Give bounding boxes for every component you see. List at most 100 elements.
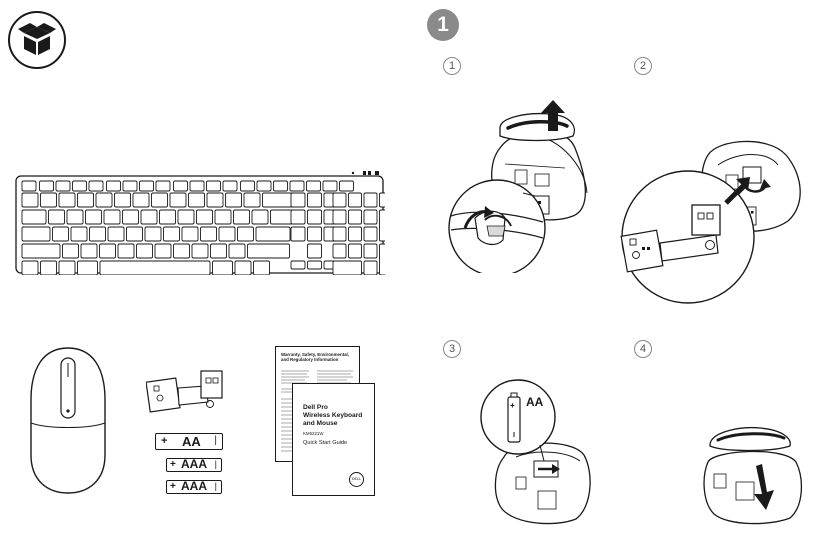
- keyboard-illustration: [15, 170, 393, 276]
- keyboard-key: [251, 209, 269, 225]
- keyboard-key: [181, 226, 199, 242]
- keyboard-key: [21, 226, 51, 242]
- callout-battery-label: AA: [526, 395, 544, 409]
- keyboard-key: [348, 243, 362, 259]
- dell-logo: DELL: [349, 472, 364, 487]
- step-number-2: 2: [634, 57, 652, 75]
- keyboard-key: [243, 192, 261, 208]
- mouse-illustration: [28, 345, 108, 495]
- battery-label: AAA: [181, 457, 207, 471]
- keyboard-key: [62, 243, 79, 259]
- keyboard-key: [307, 243, 322, 259]
- keyboard-key: [21, 192, 39, 208]
- keyboard-key: [332, 260, 362, 276]
- keyboard-key: [107, 226, 125, 242]
- keyboard-key: [200, 226, 217, 242]
- keyboard-key: [52, 226, 69, 242]
- battery-plus-sign: +: [170, 459, 176, 470]
- dell-logo-text: DELL: [352, 477, 361, 481]
- keyboard-key: [99, 243, 116, 259]
- keyboard-key: [77, 260, 98, 276]
- keyboard-key: [80, 243, 98, 259]
- battery-plus-sign: +: [170, 481, 176, 492]
- keyboard-key: [237, 226, 254, 242]
- keyboard-key: [70, 226, 88, 242]
- keyboard-key: [363, 209, 378, 225]
- keyboard-key: [122, 180, 138, 192]
- keyboard-key: [363, 226, 378, 242]
- keyboard-key: [21, 209, 47, 225]
- keyboard-key: [332, 226, 347, 242]
- keyboard-key: [48, 209, 65, 225]
- keyboard-key: [290, 209, 306, 225]
- keyboard-key: [306, 180, 321, 192]
- keyboard-key: [85, 209, 102, 225]
- keyboard-key: [188, 192, 205, 208]
- keyboard-key: [339, 180, 354, 192]
- keyboard-key: [173, 180, 188, 192]
- step-number-1: 1: [443, 57, 461, 75]
- keyboard-key: [234, 260, 252, 276]
- keyboard-key: [210, 243, 227, 259]
- keyboard-key: [270, 209, 293, 225]
- usb-receiver-illustration: [145, 368, 226, 423]
- keyboard-key: [225, 192, 242, 208]
- keyboard-key: [55, 180, 71, 192]
- keyboard-key: [66, 209, 84, 225]
- keyboard-key: [322, 180, 338, 192]
- keyboard-key: [173, 243, 190, 259]
- keyboard-key: [214, 209, 232, 225]
- keyboard-key: [379, 243, 393, 276]
- keyboard-key: [332, 243, 347, 259]
- keyboard-key: [289, 180, 305, 192]
- step2-remove-receiver-illustration: [618, 125, 810, 305]
- keyboard-key: [332, 192, 347, 208]
- keyboard-key: [290, 192, 306, 208]
- battery-aa: + AA |: [155, 433, 223, 450]
- keyboard-key: [262, 192, 293, 208]
- keyboard-key: [240, 180, 255, 192]
- section-number-badge: 1: [427, 9, 459, 41]
- step-number-4: 4: [634, 340, 652, 358]
- qsg-title-line1: Dell Pro: [303, 404, 328, 411]
- keyboard-key: [332, 209, 347, 225]
- keyboard-key: [21, 180, 37, 192]
- keyboard-key: [136, 243, 153, 259]
- keyboard-key: [40, 192, 57, 208]
- step4-close-cover-illustration: [700, 422, 810, 527]
- keyboard-key: [363, 243, 378, 259]
- keyboard-key: [307, 192, 322, 208]
- qsg-title-line3: and Mouse: [303, 420, 338, 427]
- keyboard-key: [206, 180, 221, 192]
- qsg-subtitle: Quick Start Guide: [303, 440, 348, 446]
- keyboard-key: [144, 226, 162, 242]
- keyboard-key: [155, 180, 171, 192]
- battery-minus-sign: |: [214, 481, 217, 491]
- keyboard-key: [307, 209, 322, 225]
- keyboard-key: [39, 180, 54, 192]
- step3-insert-battery-illustration: + AA: [476, 377, 616, 525]
- keyboard-key: [89, 226, 106, 242]
- keyboard-status-icons: [351, 171, 379, 175]
- keyboard-key: [139, 180, 154, 192]
- qsg-model: KM5221W: [303, 431, 324, 436]
- keyboard-key: [21, 260, 39, 276]
- keyboard-key: [159, 209, 176, 225]
- keyboard-key: [151, 192, 168, 208]
- keyboard-key: [255, 226, 291, 242]
- keyboard-key: [379, 209, 393, 242]
- keyboard-key: [290, 226, 306, 242]
- box-open-icon: [7, 10, 67, 70]
- keyboard-key: [106, 180, 121, 192]
- keyboard-key: [256, 180, 272, 192]
- keyboard-key: [196, 209, 213, 225]
- battery-minus-sign: |: [214, 459, 217, 469]
- keyboard-key: [379, 192, 393, 208]
- battery-minus-sign: |: [214, 435, 217, 446]
- qsg-title-line2: Wireless Keyboard: [303, 412, 363, 419]
- keyboard-key: [163, 226, 180, 242]
- keyboard-key: [290, 260, 306, 270]
- keyboard-key: [348, 192, 362, 208]
- keyboard-key: [21, 243, 61, 259]
- keyboard-key: [307, 260, 322, 270]
